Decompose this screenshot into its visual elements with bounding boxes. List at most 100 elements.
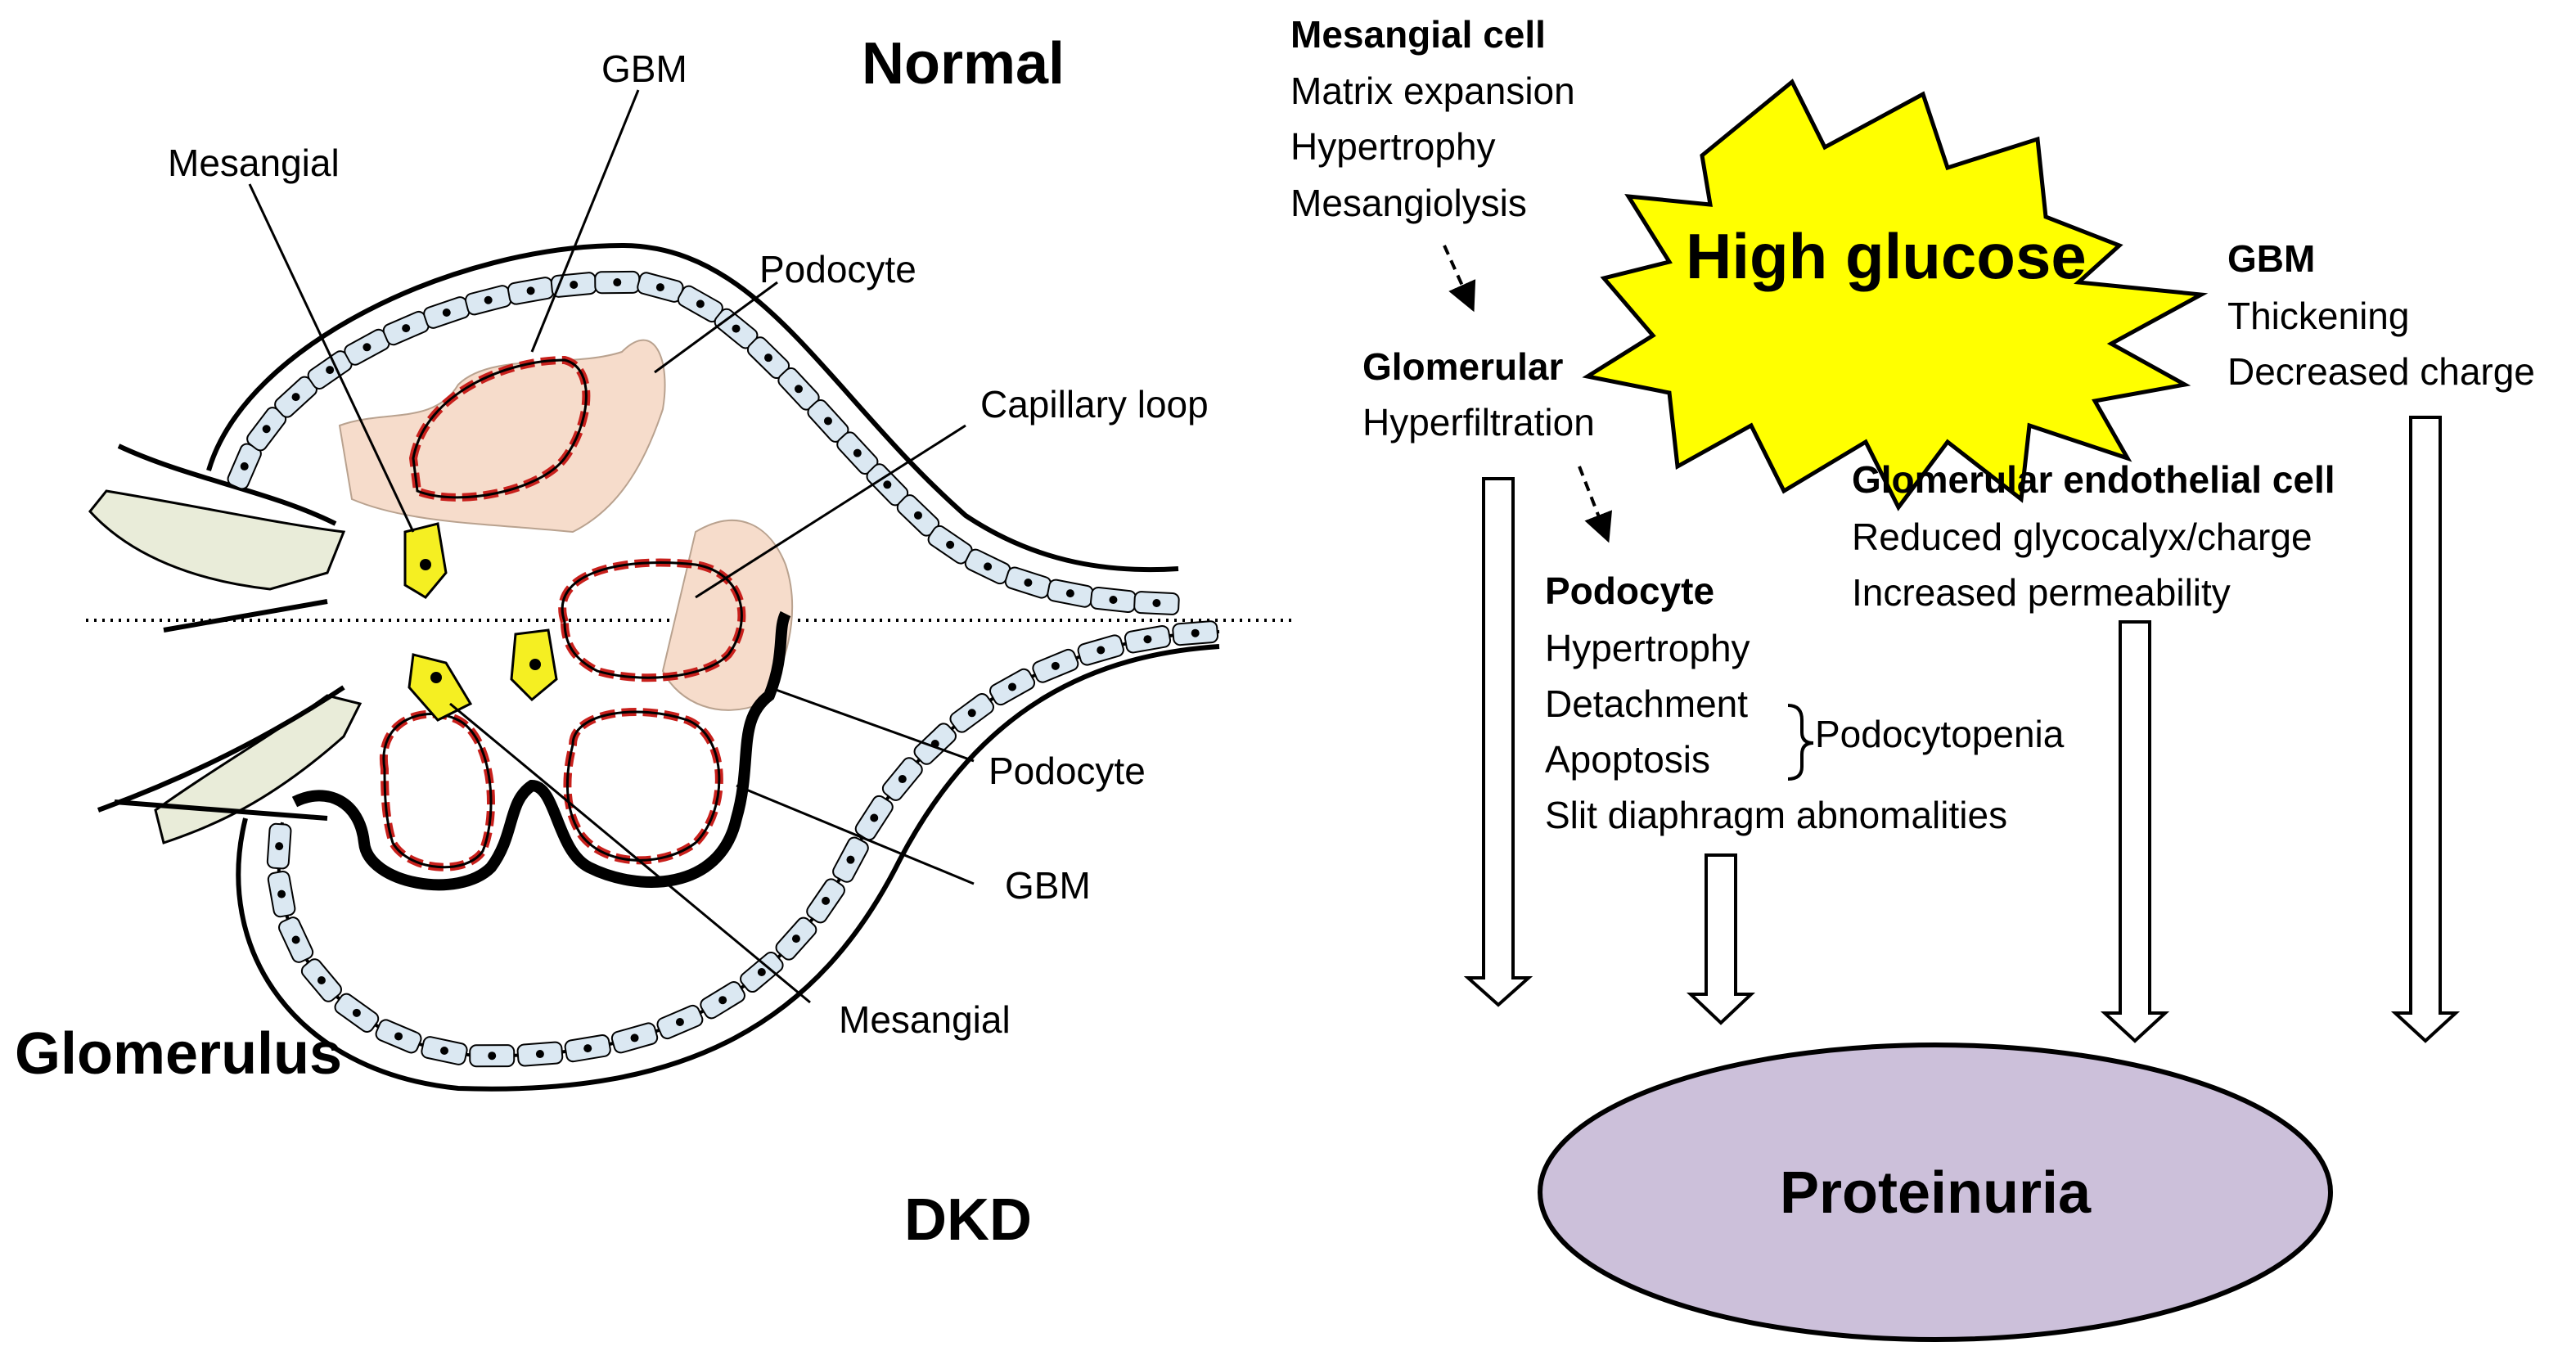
- hollow-arrows: [1463, 416, 2461, 1043]
- label-gbm-top: GBM: [601, 47, 687, 90]
- cell-nucleus: [1024, 579, 1033, 588]
- dashed-arrow: [1443, 245, 1476, 313]
- endothelial-item: Increased permeability: [1852, 571, 2231, 614]
- cell-nucleus: [794, 385, 803, 394]
- cell-nucleus: [1051, 661, 1060, 670]
- podocyte-item: Slit diaphragm abnomalities: [1545, 794, 2007, 836]
- cell-nucleus: [946, 540, 955, 549]
- cell-nucleus: [291, 393, 300, 402]
- cell-nucleus: [763, 354, 772, 363]
- mesangial-item: Matrix expansion: [1290, 70, 1575, 112]
- cell-nucleus: [696, 299, 705, 308]
- cell-nucleus: [898, 775, 907, 784]
- cell-nucleus: [675, 1017, 684, 1026]
- cell-nucleus: [439, 1047, 448, 1056]
- cell-nucleus: [791, 934, 800, 943]
- gbm-item: Thickening: [2227, 295, 2409, 337]
- cell-nucleus: [846, 855, 855, 864]
- glomerulus-schematic: GBM Mesangial Podocyte Capillary loop Po…: [15, 31, 1297, 1253]
- cell-nucleus: [613, 278, 622, 287]
- cell-nucleus: [442, 308, 451, 317]
- arteriole-bottom-outer: [97, 685, 345, 821]
- gbm-heading: GBM: [2227, 237, 2315, 280]
- label-mesangial-bottom: Mesangial: [839, 998, 1011, 1041]
- cell-nucleus: [1143, 635, 1152, 644]
- podocyte-patch: [338, 339, 666, 534]
- proteinuria-ellipse: [1538, 1043, 2333, 1342]
- cell-nucleus: [484, 295, 493, 304]
- mesangial-item: Hypertrophy: [1290, 125, 1496, 168]
- cell-nucleus: [655, 283, 664, 292]
- cell-nucleus: [402, 324, 411, 333]
- label-podocyte-top: Podocyte: [759, 248, 916, 290]
- cell-nucleus: [240, 462, 249, 471]
- capsule-outer-bottom: [236, 644, 1220, 1092]
- cell-nucleus: [583, 1044, 592, 1053]
- capsule-inner-bottom-cells: [266, 620, 1219, 1068]
- cell-nucleus: [275, 842, 284, 851]
- cell-nucleus: [1097, 646, 1106, 655]
- label-capillary-loop: Capillary loop: [980, 383, 1209, 426]
- podocyte-item: Apoptosis: [1545, 738, 1710, 781]
- glomerular-heading: Glomerular: [1362, 345, 1564, 388]
- cell-nucleus: [1065, 589, 1074, 598]
- cell-nucleus: [870, 813, 879, 822]
- high-glucose-burst: [1582, 79, 2209, 511]
- cell-nucleus: [291, 935, 300, 944]
- title-normal: Normal: [862, 31, 1065, 97]
- label-podocyte-bottom: Podocyte: [989, 750, 1146, 792]
- mesangial-cells: [403, 522, 558, 722]
- cell-nucleus: [967, 709, 976, 718]
- glomerular-item: Hyperfiltration: [1362, 401, 1595, 444]
- leader-lines: [248, 89, 975, 1004]
- podocyte-heading: Podocyte: [1545, 570, 1714, 612]
- cell-nucleus: [984, 562, 993, 571]
- cell-nucleus: [757, 968, 766, 977]
- gbm-item: Decreased charge: [2227, 350, 2535, 393]
- capsule-outer-top: [206, 242, 1179, 573]
- podocyte-patch: [661, 519, 794, 711]
- mesangial-heading: Mesangial cell: [1290, 13, 1546, 56]
- cell-nucleus: [732, 324, 741, 333]
- title-glomerulus: Glomerulus: [15, 1021, 342, 1087]
- arteriole-bottom: [154, 694, 363, 844]
- podocytopenia-label: Podocytopenia: [1815, 713, 2065, 755]
- cell-nucleus: [570, 281, 579, 290]
- cell-nucleus: [883, 480, 892, 489]
- endothelial-item: Reduced glycocalyx/charge: [1852, 516, 2313, 558]
- title-dkd: DKD: [904, 1187, 1032, 1253]
- podocyte-item: Detachment: [1545, 682, 1748, 725]
- podocytopenia-bracket: [1787, 704, 1814, 781]
- proteinuria-label: Proteinuria: [1780, 1160, 2092, 1226]
- cell-nucleus: [853, 448, 862, 457]
- cell-nucleus: [262, 425, 271, 434]
- mesangial-item: Mesangiolysis: [1290, 182, 1527, 224]
- podocyte-item: Hypertrophy: [1545, 627, 1750, 669]
- arteriole-top-outer: [117, 444, 337, 633]
- cell-nucleus: [1008, 682, 1017, 691]
- cell-nucleus: [352, 1008, 361, 1017]
- cell-nucleus: [317, 975, 326, 984]
- capillary-loop: [563, 708, 723, 865]
- cell-nucleus: [913, 511, 922, 520]
- cell-nucleus: [326, 366, 335, 375]
- arrow-gbm: [2390, 416, 2461, 1043]
- arrow-glomerular: [1463, 477, 1533, 1007]
- arrow-podocyte: [1686, 853, 1756, 1025]
- dashed-arrow: [1578, 466, 1613, 543]
- cell-nucleus: [363, 343, 372, 352]
- cell-nucleus: [394, 1032, 403, 1041]
- cell-nucleus: [1152, 599, 1161, 608]
- cell-nucleus: [526, 286, 535, 295]
- label-gbm-bottom: GBM: [1005, 864, 1091, 907]
- cell-nucleus: [822, 896, 831, 905]
- endothelial-heading: Glomerular endothelial cell: [1852, 458, 2335, 501]
- capsule-inner-top-cells: [227, 270, 1180, 615]
- cell-nucleus: [630, 1034, 639, 1043]
- cell-nucleus: [823, 417, 832, 426]
- cell-nucleus: [488, 1052, 497, 1061]
- capillary-loops-black: [382, 358, 743, 869]
- arrow-endothelial: [2100, 620, 2170, 1043]
